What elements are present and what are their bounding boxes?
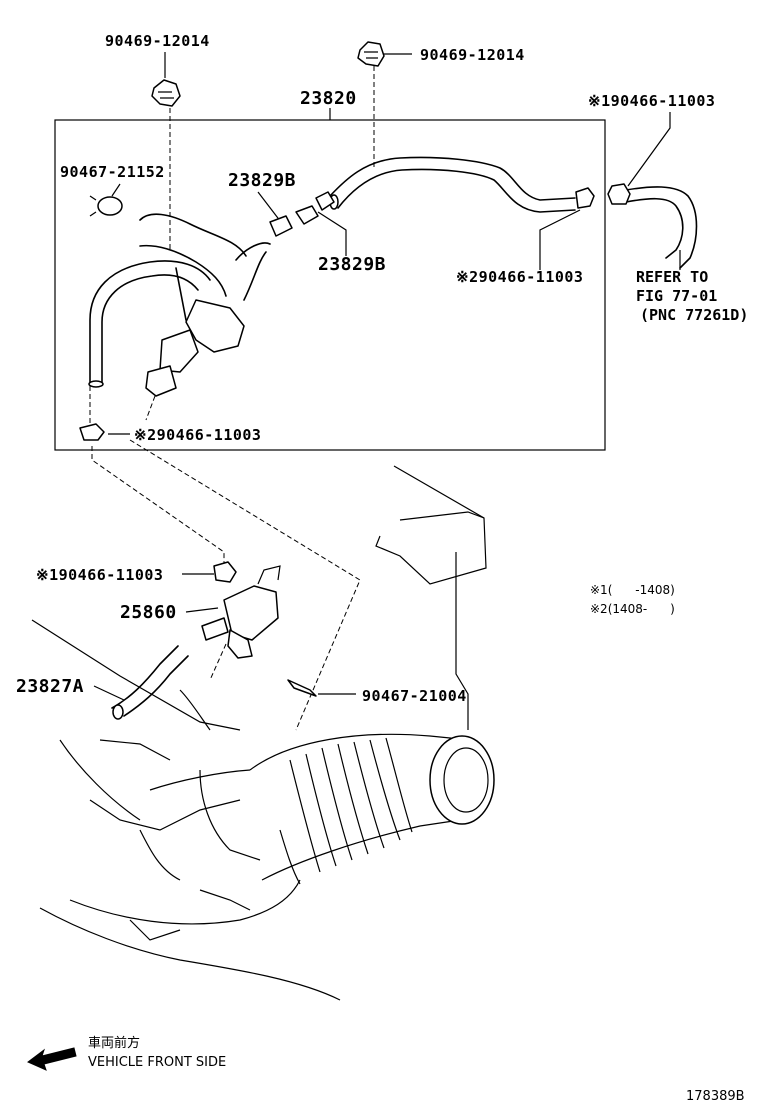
label-reference-line1: REFER TO bbox=[636, 268, 708, 286]
note-2: ※2(1408- ) bbox=[590, 602, 675, 616]
footer-diagram-id: 178389B bbox=[686, 1089, 745, 1104]
label-clip-top-left[interactable]: 90469-12014 bbox=[105, 32, 210, 50]
clip-top-right-icon bbox=[357, 41, 385, 67]
mark-clamp-top-right: ※1 bbox=[588, 92, 611, 110]
part-clamp-box-bottom: 90466-11003 bbox=[157, 426, 262, 444]
clamp-box-bottom-icon bbox=[79, 423, 105, 441]
ring-90467-21152-icon bbox=[89, 195, 123, 217]
label-clamp-box-bottom[interactable]: ※290466-11003 bbox=[134, 426, 261, 444]
mark-clamp-mid-right: ※2 bbox=[456, 268, 479, 286]
label-vsv-valve[interactable]: 25860 bbox=[120, 602, 177, 623]
label-clip-top-right[interactable]: 90469-12014 bbox=[420, 46, 525, 64]
label-clamp-vsv[interactable]: ※190466-11003 bbox=[36, 566, 163, 584]
note-1: ※1( -1408) bbox=[590, 583, 675, 597]
label-reference-line2: FIG 77-01 bbox=[636, 287, 717, 305]
footer-direction-en: VEHICLE FRONT SIDE bbox=[88, 1055, 226, 1070]
part-clamp-mid-right: 90466-11003 bbox=[479, 268, 584, 286]
part-clamp-vsv: 90466-11003 bbox=[59, 566, 164, 584]
note-2-range: (1408- ) bbox=[608, 602, 675, 616]
footer-direction-jp: 車両前方 bbox=[88, 1035, 140, 1051]
label-clamp-mid-right[interactable]: ※290466-11003 bbox=[456, 268, 583, 286]
label-hose-assembly[interactable]: 23820 bbox=[300, 88, 357, 109]
label-clip-lower[interactable]: 90467-21004 bbox=[362, 687, 467, 705]
mark-clamp-vsv: ※1 bbox=[36, 566, 59, 584]
front-direction-arrow-icon bbox=[27, 1047, 77, 1071]
left-hose bbox=[88, 260, 211, 388]
dashed-guides bbox=[89, 66, 375, 731]
part-clamp-top-right: 90466-11003 bbox=[611, 92, 716, 110]
clamp-vsv-icon bbox=[213, 561, 237, 583]
central-valve-body bbox=[139, 213, 271, 397]
label-clamp-top-right[interactable]: ※190466-11003 bbox=[588, 92, 715, 110]
label-joint-upper[interactable]: 23829B bbox=[228, 170, 296, 191]
joint-23829b-pieces bbox=[269, 191, 335, 237]
engine-outline bbox=[31, 619, 341, 1001]
label-reference-line3: (PNC 77261D) bbox=[640, 306, 748, 324]
hose-assembly-23820 bbox=[329, 156, 595, 213]
mark-clamp-box-bottom: ※2 bbox=[134, 426, 157, 444]
hose-to-fig-77-01 bbox=[607, 183, 698, 269]
clip-90467-21004-icon bbox=[287, 679, 317, 697]
air-cleaner-cover bbox=[375, 465, 487, 585]
label-hose-lower-left[interactable]: 23827A bbox=[16, 676, 84, 697]
leader-lines bbox=[93, 52, 681, 730]
note-1-mark: ※1 bbox=[590, 583, 608, 597]
label-ring-left[interactable]: 90467-21152 bbox=[60, 163, 165, 181]
note-1-range: ( -1408) bbox=[608, 583, 675, 597]
note-2-mark: ※2 bbox=[590, 602, 608, 616]
intake-duct-bellows bbox=[249, 733, 495, 881]
label-joint-lower[interactable]: 23829B bbox=[318, 254, 386, 275]
clip-top-left-icon bbox=[151, 79, 181, 107]
vsv-valve-25860 bbox=[201, 565, 281, 659]
